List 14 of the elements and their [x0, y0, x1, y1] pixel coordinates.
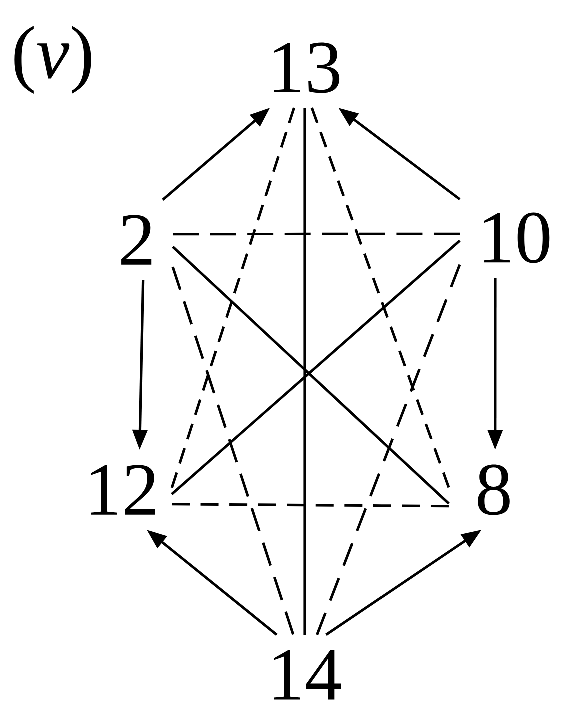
dashed-line — [170, 108, 296, 489]
vertex-label: 10 — [484, 212, 550, 264]
dashed-line — [172, 503, 449, 508]
vertex-label: 14 — [274, 650, 342, 700]
vertex-label: 13 — [274, 42, 340, 94]
vertex-label: 2 — [122, 215, 152, 265]
dashed-line — [316, 264, 462, 636]
line — [304, 108, 306, 635]
panel-label: (v) — [14, 26, 92, 94]
dashed-line — [173, 232, 460, 236]
vertex-label: 8 — [478, 464, 510, 516]
dashed-line — [310, 108, 450, 488]
vertex-label: 12 — [91, 465, 156, 515]
dashed-line — [172, 266, 295, 636]
